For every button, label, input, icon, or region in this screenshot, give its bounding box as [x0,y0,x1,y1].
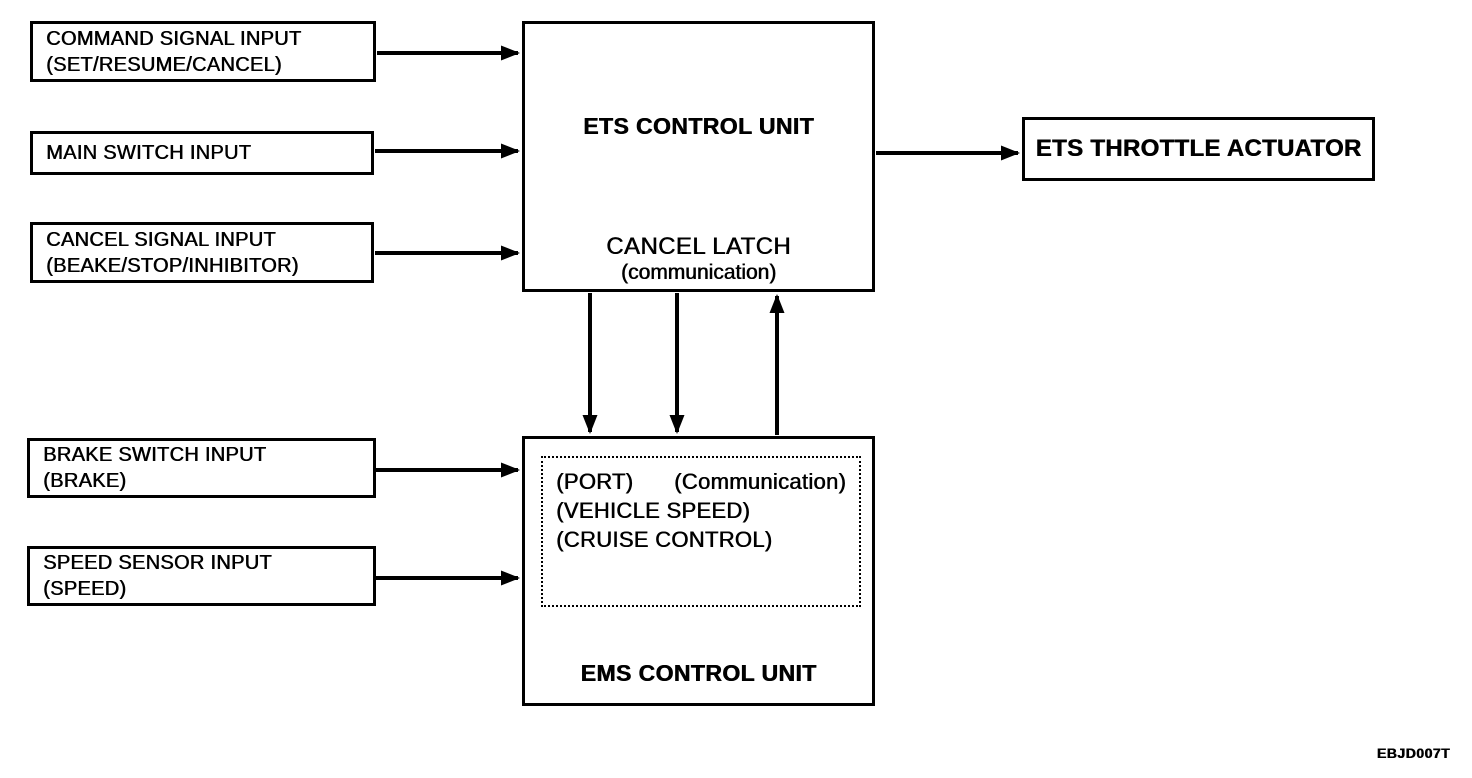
input-box-main-switch: MAIN SWITCH INPUT [30,131,374,175]
input-label: BRAKE SWITCH INPUT [43,444,267,466]
ets-control-unit-box: ETS CONTROL UNIT CANCEL LATCH (communica… [522,21,875,292]
input-box-cancel-signal: CANCEL SIGNAL INPUT (BEAKE/STOP/INHIBITO… [30,222,374,283]
input-sublabel: (BEAKE/STOP/INHIBITOR) [46,254,299,277]
input-sublabel: (BRAKE) [43,470,127,492]
cancel-latch-label: CANCEL LATCH [606,233,791,260]
input-label: COMMAND SIGNAL INPUT [46,27,302,50]
input-sublabel: (SET/RESUME/CANCEL) [46,53,282,76]
io-label-cruise-control: (CRUISE CONTROL) [556,527,773,552]
ets-throttle-actuator-title: ETS THROTTLE ACTUATOR [1035,135,1362,162]
input-box-command-signal: COMMAND SIGNAL INPUT (SET/RESUME/CANCEL) [30,21,376,82]
input-box-speed-sensor: SPEED SENSOR INPUT (SPEED) [27,546,376,606]
ets-control-unit-title: ETS CONTROL UNIT [583,113,814,139]
io-row-port-communication: (PORT) (Communication) [556,467,846,496]
input-label: MAIN SWITCH INPUT [46,142,252,164]
ems-control-unit-box: (PORT) (Communication) (VEHICLE SPEED) (… [522,436,875,706]
ets-throttle-actuator-box: ETS THROTTLE ACTUATOR [1022,117,1375,181]
input-label: SPEED SENSOR INPUT [43,552,272,574]
input-box-brake-switch: BRAKE SWITCH INPUT (BRAKE) [27,438,376,498]
figure-code: EBJD007T [1376,745,1450,761]
io-ports-dotted-box: (PORT) (Communication) (VEHICLE SPEED) (… [541,456,861,607]
io-label-vehicle-speed: (VEHICLE SPEED) [556,498,750,523]
input-label: CANCEL SIGNAL INPUT [46,228,276,251]
io-label-communication: (Communication) [674,469,846,494]
cancel-latch-sublabel: (communication) [620,261,777,284]
io-label-port: (PORT) [556,469,634,494]
cancel-latch-block: CANCEL LATCH (communication) [525,233,872,284]
ems-control-unit-title: EMS CONTROL UNIT [580,660,817,686]
input-sublabel: (SPEED) [43,578,127,600]
